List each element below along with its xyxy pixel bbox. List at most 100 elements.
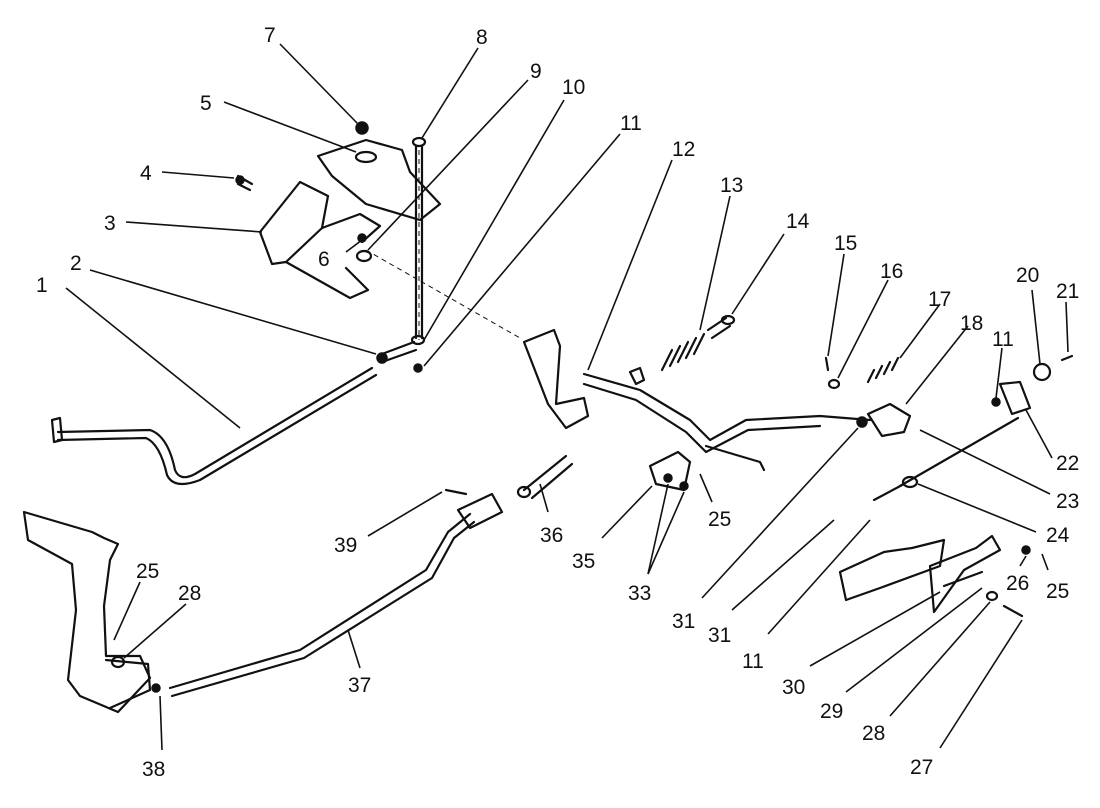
part-30-plate (928, 534, 1002, 614)
part-31-nut (856, 416, 868, 428)
leader-30 (809, 591, 941, 667)
callout-21: 21 (1056, 280, 1079, 303)
part-27-bolt (1002, 604, 1024, 618)
callout-25c: 25 (708, 508, 731, 531)
callout-11c: 11 (742, 650, 764, 673)
part-1-rod-end (50, 416, 64, 444)
callout-26: 26 (1006, 572, 1029, 595)
callout-23: 23 (1056, 490, 1079, 513)
part-8-pin (414, 144, 424, 340)
alignment-line-1 (365, 249, 521, 339)
part-12-shaft-lower (582, 382, 822, 454)
callout-31b: 31 (708, 624, 731, 647)
pedal-arm (22, 510, 152, 714)
part-5-washer (354, 150, 378, 164)
callout-labels: 1 2 3 4 5 6 7 8 9 10 11 12 13 14 15 16 1… (36, 24, 1079, 781)
callout-28b: 28 (178, 582, 201, 605)
part-24-ferrule (901, 475, 919, 489)
callout-25d: 25 (136, 560, 159, 583)
leader-15 (827, 253, 845, 357)
leader-36 (539, 483, 549, 513)
callout-13: 13 (720, 174, 743, 197)
part-29-slot (942, 570, 984, 588)
callout-12: 12 (672, 138, 695, 161)
callout-39: 39 (334, 534, 357, 557)
part-18-link (866, 402, 912, 438)
part-37-rod-inner (170, 520, 476, 698)
leader-24 (917, 483, 1037, 533)
leader-5 (223, 101, 357, 153)
part-5-plate (316, 138, 442, 222)
part-22-block (998, 380, 1032, 416)
callout-8: 8 (476, 26, 488, 49)
leader-25c (699, 473, 713, 503)
leader-12 (587, 159, 673, 371)
callout-5: 5 (200, 92, 212, 115)
callout-18: 18 (960, 312, 983, 335)
callout-38: 38 (142, 758, 165, 781)
leader-31b (731, 519, 835, 611)
part-drawings (22, 121, 1074, 714)
part-37-clevis (456, 492, 504, 530)
callout-25a: 25 (1046, 580, 1069, 603)
leader-28a (889, 601, 991, 717)
callout-22: 22 (1056, 452, 1079, 475)
part-11-nut (991, 397, 1001, 407)
leader-21 (1065, 301, 1069, 353)
leader-9 (367, 79, 529, 251)
callout-6: 6 (318, 248, 330, 271)
part-14-head (720, 314, 736, 326)
callout-33: 33 (628, 582, 651, 605)
leader-6 (345, 239, 363, 253)
callout-35: 35 (572, 550, 595, 573)
part-12-shaft-end (704, 444, 766, 472)
part-23-rod (898, 416, 1020, 488)
pedal-arm-link (104, 658, 152, 710)
callout-30: 30 (782, 676, 805, 699)
leader-39 (367, 491, 443, 537)
leader-38 (159, 695, 163, 751)
part-15-clip (824, 356, 830, 372)
part-28-washer-left (110, 655, 126, 669)
callout-4: 4 (140, 162, 152, 185)
part-24-rod-thread (872, 482, 906, 502)
callout-11a: 11 (620, 112, 642, 135)
leader-3 (125, 221, 263, 233)
leader-27 (939, 619, 1023, 749)
callout-20: 20 (1016, 264, 1039, 287)
part-14-pin (706, 316, 732, 340)
leader-11b (995, 347, 1003, 399)
callout-28a: 28 (862, 722, 885, 745)
part-39-pin (444, 488, 468, 496)
callout-7: 7 (264, 24, 276, 47)
leader-25a (1041, 553, 1049, 571)
part-8-head (411, 136, 427, 148)
leader-33-2 (647, 491, 685, 575)
leader-8 (421, 47, 479, 139)
part-20-washer (1032, 362, 1052, 382)
leader-23 (919, 429, 1051, 495)
leader-1 (65, 287, 241, 429)
leader-2 (89, 269, 377, 355)
part-36-stud (522, 454, 574, 500)
callout-24: 24 (1046, 524, 1070, 547)
leader-20 (1031, 289, 1041, 365)
leader-28b (123, 603, 187, 659)
leader-14 (731, 233, 785, 315)
callout-1: 1 (36, 274, 48, 297)
part-4-head (235, 175, 245, 185)
leader-33-1 (647, 483, 669, 575)
leader-lines (65, 43, 1069, 751)
leader-37 (347, 629, 361, 669)
leader-31a (701, 427, 859, 599)
part-2-nut (376, 352, 388, 364)
callout-29: 29 (820, 700, 843, 723)
leader-29 (845, 587, 983, 693)
leader-16 (837, 279, 889, 379)
leader-10 (423, 99, 565, 341)
leader-18 (905, 325, 969, 405)
part-21-bolt (1060, 354, 1074, 362)
part-38-clip (151, 683, 161, 693)
callout-37: 37 (348, 674, 371, 697)
